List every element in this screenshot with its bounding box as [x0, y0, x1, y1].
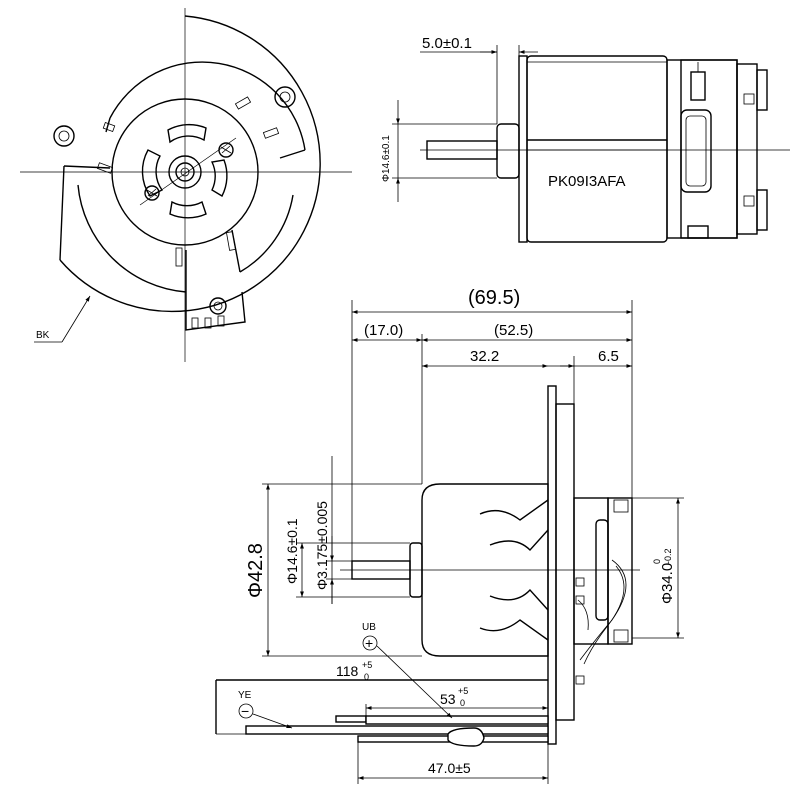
dim-lead-mid-tol-upper: +5 — [458, 686, 468, 696]
dim-lead-mid-tol-lower: 0 — [460, 698, 465, 708]
dim-lead-long-tol-lower: 0 — [364, 672, 369, 682]
wire-label-bk: BK — [36, 330, 50, 341]
lead-ub-symbol: + — [365, 635, 373, 651]
plus-polarity-icon — [362, 635, 378, 651]
front-view: BK — [20, 8, 352, 362]
lead-ye-symbol: − — [241, 703, 249, 719]
model-label: PK09I3AFA — [548, 173, 626, 190]
minus-polarity-icon — [238, 703, 254, 719]
dim-rear-tol-lower: -0.2 — [663, 548, 673, 564]
dim-rear-diameter: Φ34.0 — [659, 563, 676, 604]
dim-tail: 6.5 — [598, 348, 619, 365]
dim-boss-diameter-top: Φ14.6±0.1 — [381, 135, 392, 182]
dim-shaft-diameter: Φ3.175±0.005 — [314, 501, 330, 590]
dim-shaft-length: (17.0) — [364, 322, 403, 339]
dim-lead-mid: 53 — [440, 691, 456, 707]
dim-boss-diameter: Φ14.6±0.1 — [284, 518, 300, 584]
dim-body-main: 32.2 — [470, 348, 499, 365]
side-view: (69.5) (17.0) (52.5) 32.2 6.5 Φ42.8 Φ14.… — [215, 287, 684, 784]
dim-flange-thickness: 5.0±0.1 — [422, 35, 472, 52]
dim-lead-short: 47.0±5 — [428, 760, 471, 776]
dim-lead-long: 118 — [336, 663, 359, 679]
dim-overall-length: (69.5) — [468, 287, 520, 309]
dim-lead-long-tol-upper: +5 — [362, 660, 372, 670]
top-view: PK09I3AFA 5.0±0.1 Φ14.6±0.1 — [381, 35, 790, 243]
lead-ye-label: YE — [238, 690, 252, 701]
dim-body-length: (52.5) — [494, 322, 533, 339]
dim-body-diameter: Φ42.8 — [245, 543, 267, 598]
lead-ub-label: UB — [362, 622, 376, 633]
dim-rear-tol-upper: 0 — [652, 559, 662, 564]
